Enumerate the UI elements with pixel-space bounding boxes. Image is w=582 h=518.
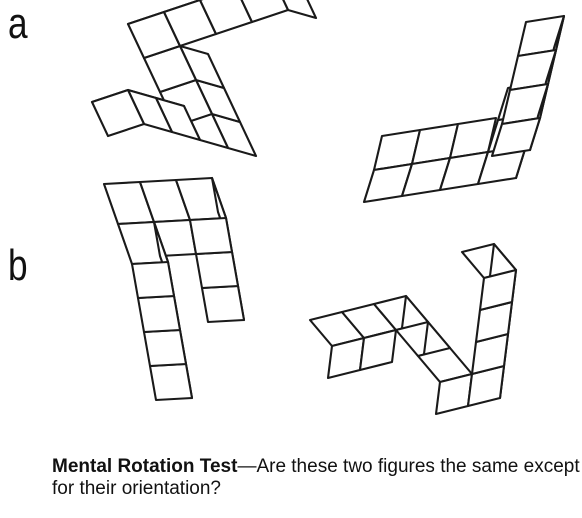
cube-face — [200, 284, 246, 324]
cube-face — [478, 268, 518, 312]
figure-a-left — [90, 0, 318, 158]
caption-question: Are these two figures the same except fo… — [52, 456, 580, 499]
figure-b-right — [308, 242, 518, 416]
caption-title: Mental Rotation Test — [52, 456, 238, 477]
cube-face — [162, 0, 218, 48]
figure-a-right — [362, 14, 566, 204]
cube-face — [198, 0, 254, 36]
panel-label-b: b — [8, 241, 28, 290]
cube-face — [240, 0, 290, 24]
cube-face — [142, 328, 188, 368]
cube-face — [136, 294, 182, 334]
cube-face — [188, 216, 234, 256]
cube-face — [90, 88, 146, 138]
cube-face — [148, 362, 194, 402]
figure-caption: Mental Rotation Test—Are these two figur… — [52, 456, 582, 500]
cube-face — [490, 116, 542, 158]
cube-face — [282, 0, 318, 20]
figure-b-left — [102, 176, 246, 402]
cube-face — [130, 260, 176, 300]
cube-face — [194, 250, 240, 290]
panel-label-a: a — [8, 0, 28, 48]
caption-dash: — — [237, 456, 257, 477]
